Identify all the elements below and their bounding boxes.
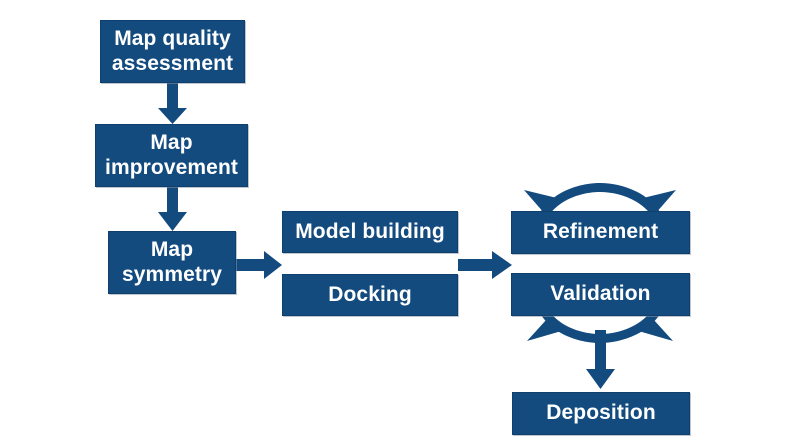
arrow-building-to-refinement-shaft [458,259,495,271]
node-model-building-label: Model building [295,219,445,243]
node-map-symmetry-label: Map symmetry [121,238,223,286]
node-docking-label: Docking [328,282,412,306]
arrow-cycle-to-deposition [586,330,615,389]
node-map-improvement[interactable]: Map improvement [95,124,248,187]
arrow-cycle-to-deposition-head [586,369,615,389]
cycle-arc-bottom-band [534,297,667,343]
node-model-building[interactable]: Model building [282,211,458,253]
node-docking[interactable]: Docking [282,274,458,316]
cycle-arc-bottom [527,297,673,343]
arrow-symmetry-to-building [236,251,282,279]
node-validation-label: Validation [550,282,651,306]
cycle-arc-bottom-right-arrowhead [635,308,673,341]
node-map-improvement-label: Map improvement [105,131,238,179]
node-map-quality-assessment-label: Map quality assessment [111,27,234,75]
arrow-quality-to-improvement-head [158,108,187,124]
node-map-symmetry[interactable]: Map symmetry [108,231,236,294]
arrow-improvement-to-symmetry [158,187,187,231]
arrow-symmetry-to-building-shaft [236,259,267,271]
cycle-arc-top-right-arrowhead [639,190,676,222]
cycle-arc-top [524,183,676,229]
arrow-quality-to-improvement [158,83,187,124]
node-deposition-label: Deposition [546,401,656,425]
node-refinement[interactable]: Refinement [511,211,690,254]
node-validation[interactable]: Validation [511,273,690,316]
cycle-arc-top-left-arrowhead [524,190,561,222]
arrow-building-to-refinement-head [492,251,512,279]
arrow-quality-to-improvement-shaft [167,83,178,111]
node-refinement-label: Refinement [542,220,659,244]
node-map-quality-assessment[interactable]: Map quality assessment [100,20,245,83]
cycle-arc-top-band [534,183,667,229]
arrow-improvement-to-symmetry-head [158,212,187,231]
cycle-arc-bottom-left-arrowhead [527,308,565,341]
node-deposition[interactable]: Deposition [512,392,690,435]
arrow-cycle-to-deposition-shaft [595,330,606,372]
arrow-building-to-refinement [458,251,512,279]
arrow-improvement-to-symmetry-shaft [167,187,178,215]
arrow-symmetry-to-building-head [264,251,282,279]
